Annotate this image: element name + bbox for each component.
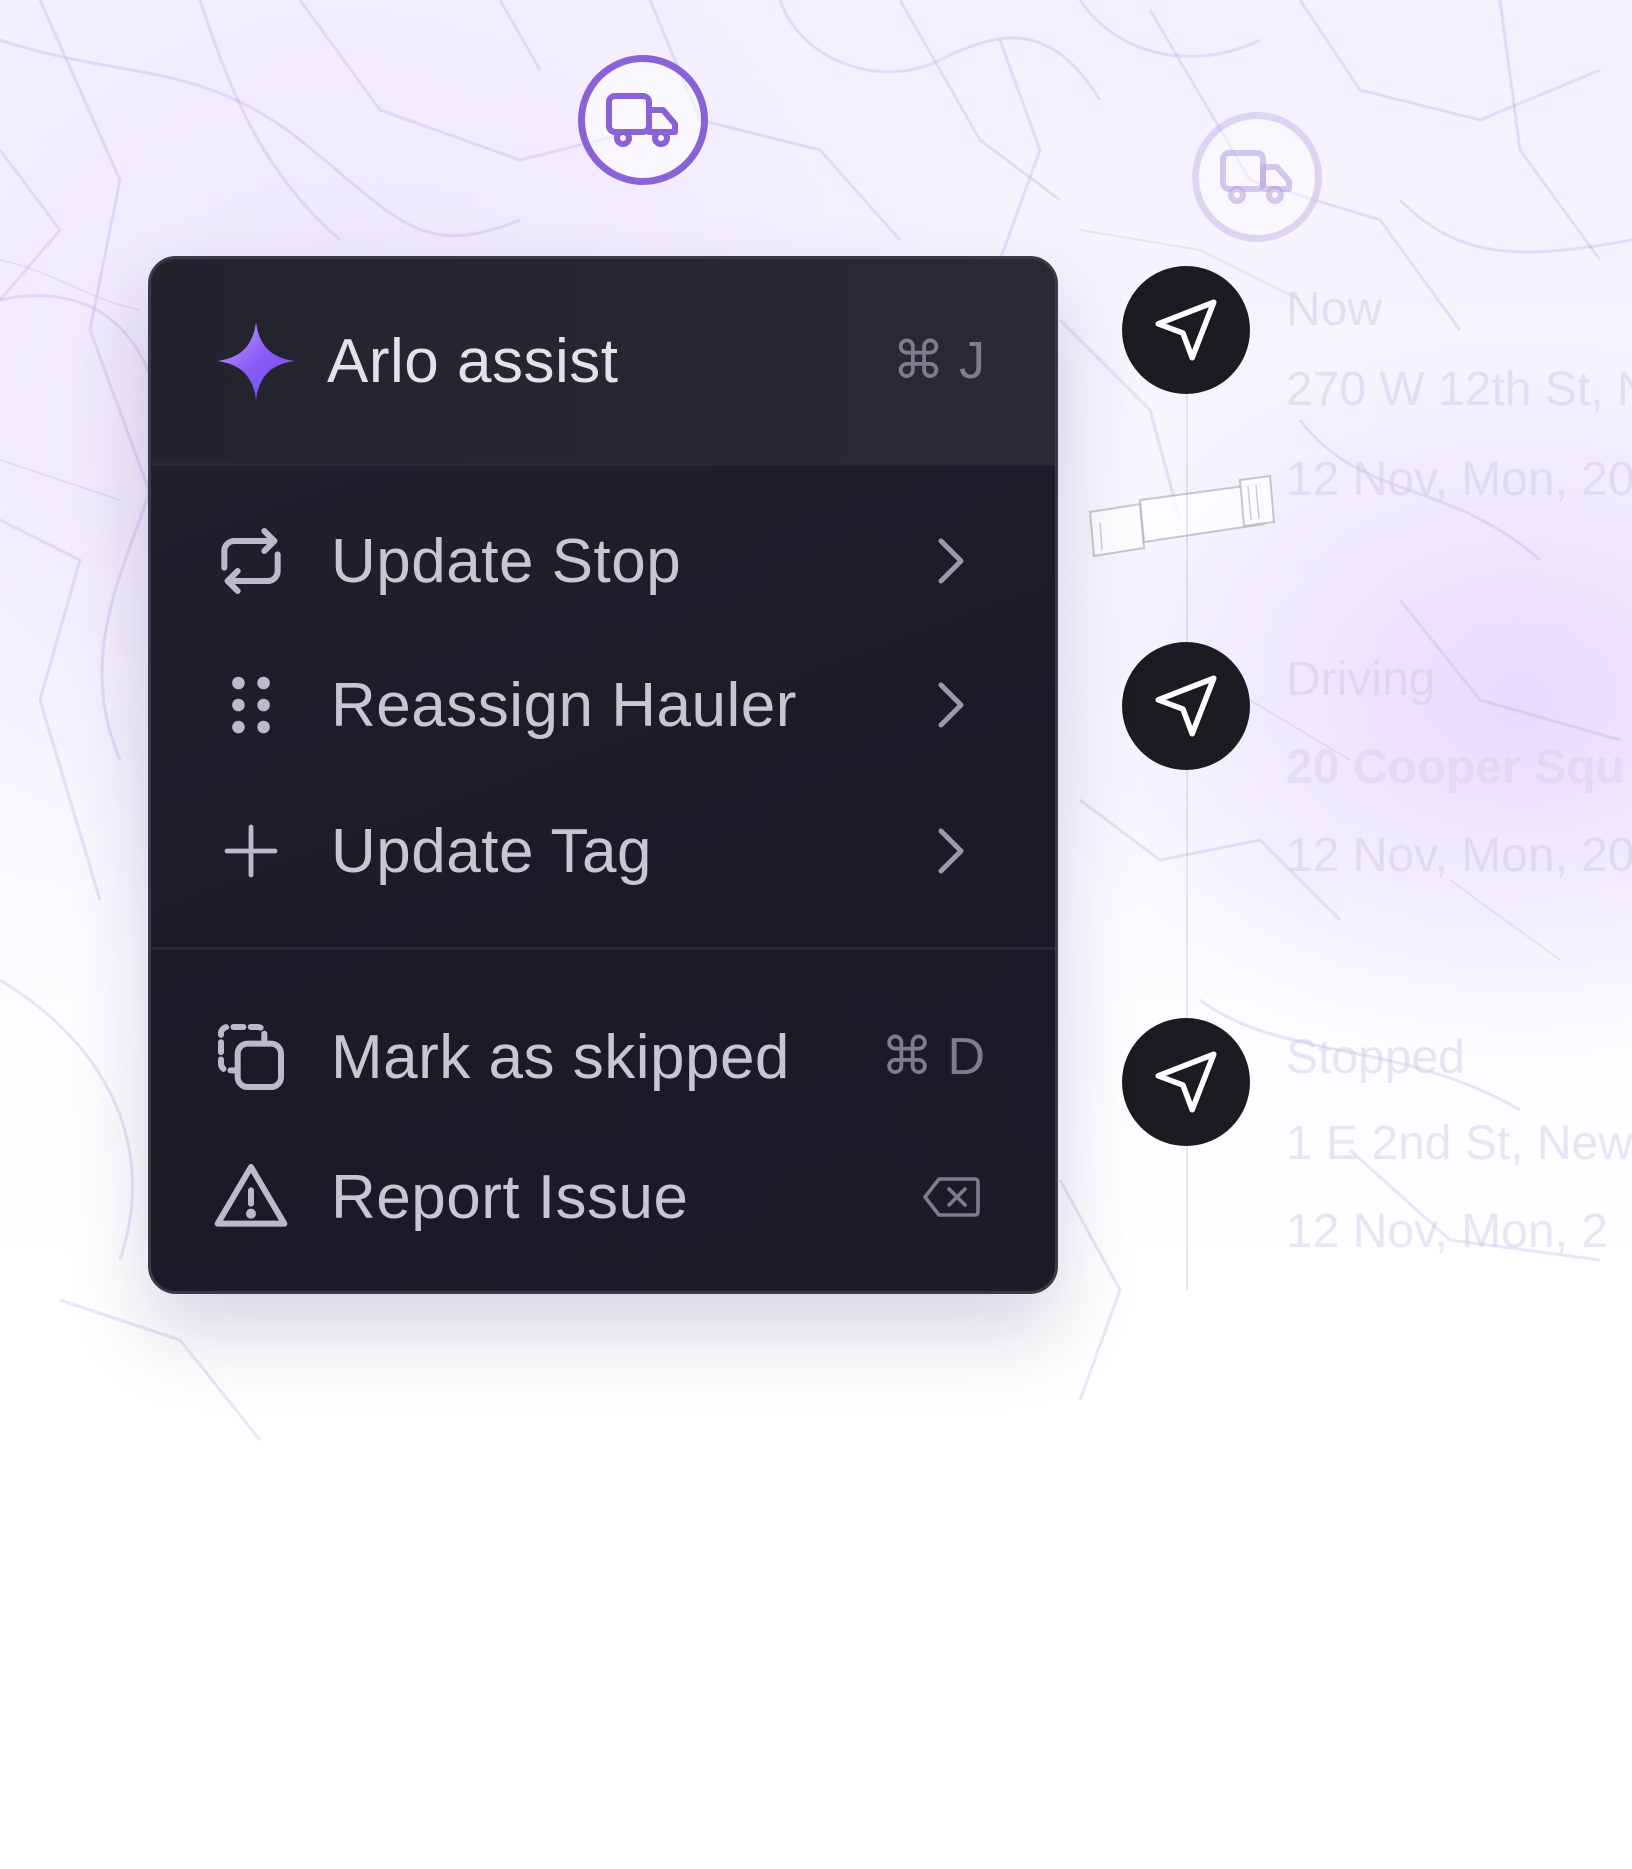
stop-status: Driving [1286,653,1436,706]
timeline-stop-marker[interactable] [1122,1018,1250,1146]
truck-marker-inactive[interactable] [1192,112,1322,242]
update-stop-item[interactable]: Update Stop [151,491,1055,631]
report-issue-label: Report Issue [331,1162,689,1232]
mark-as-skipped-shortcut: ⌘ D [881,1028,985,1086]
drag-handle-icon [211,665,291,745]
chevron-right-icon [931,533,971,589]
timeline-stop-marker[interactable] [1122,266,1250,394]
stop-date: 12 Nov, Mon, 2 [1286,1205,1608,1258]
truck-marker-active[interactable] [578,55,708,185]
update-stop-label: Update Stop [331,526,682,596]
stop-status: Now [1286,283,1383,336]
mark-as-skipped-label: Mark as skipped [331,1022,790,1092]
truck-illustration [1088,474,1276,558]
skip-copy-icon [211,1017,291,1097]
send-icon [1155,1051,1217,1113]
menu-divider [151,463,1055,466]
stop-date: 12 Nov, Mon, 20 [1286,453,1632,506]
report-issue-item[interactable]: Report Issue [151,1127,1055,1267]
stop-date: 12 Nov, Mon, 20 [1286,829,1632,882]
chevron-right-icon [931,677,971,733]
assist-header [151,259,1055,463]
arlo-assist-shortcut: ⌘ J [892,332,985,390]
timeline-stop-marker[interactable] [1122,642,1250,770]
chevron-right-icon [931,823,971,879]
plus-icon [211,811,291,891]
menu-divider [151,947,1055,950]
stop-address: 1 E 2nd St, New [1286,1117,1632,1170]
send-icon [1155,675,1217,737]
truck-icon [1220,150,1292,204]
mark-as-skipped-item[interactable]: Mark as skipped ⌘ D [151,987,1055,1127]
stop-address: 20 Cooper Squ [1286,741,1625,794]
reassign-hauler-item[interactable]: Reassign Hauler [151,635,1055,775]
update-tag-item[interactable]: Update Tag [151,781,1055,921]
backspace-icon [921,1175,981,1219]
warning-icon [211,1157,291,1237]
refresh-icon [211,521,291,601]
arlo-assist-label: Arlo assist [327,326,619,396]
send-icon [1155,299,1217,361]
stop-address: 270 W 12th St, N [1286,363,1632,416]
stop-status: Stopped [1286,1031,1465,1084]
update-tag-label: Update Tag [331,816,652,886]
truck-icon [606,93,678,147]
timeline-line [1186,330,1188,1290]
reassign-hauler-label: Reassign Hauler [331,670,797,740]
context-menu: Arlo assist ⌘ J Update Stop Reassign Hau… [148,256,1058,1294]
arlo-assist-item[interactable]: Arlo assist ⌘ J [151,291,1055,431]
sparkle-icon [213,318,299,404]
